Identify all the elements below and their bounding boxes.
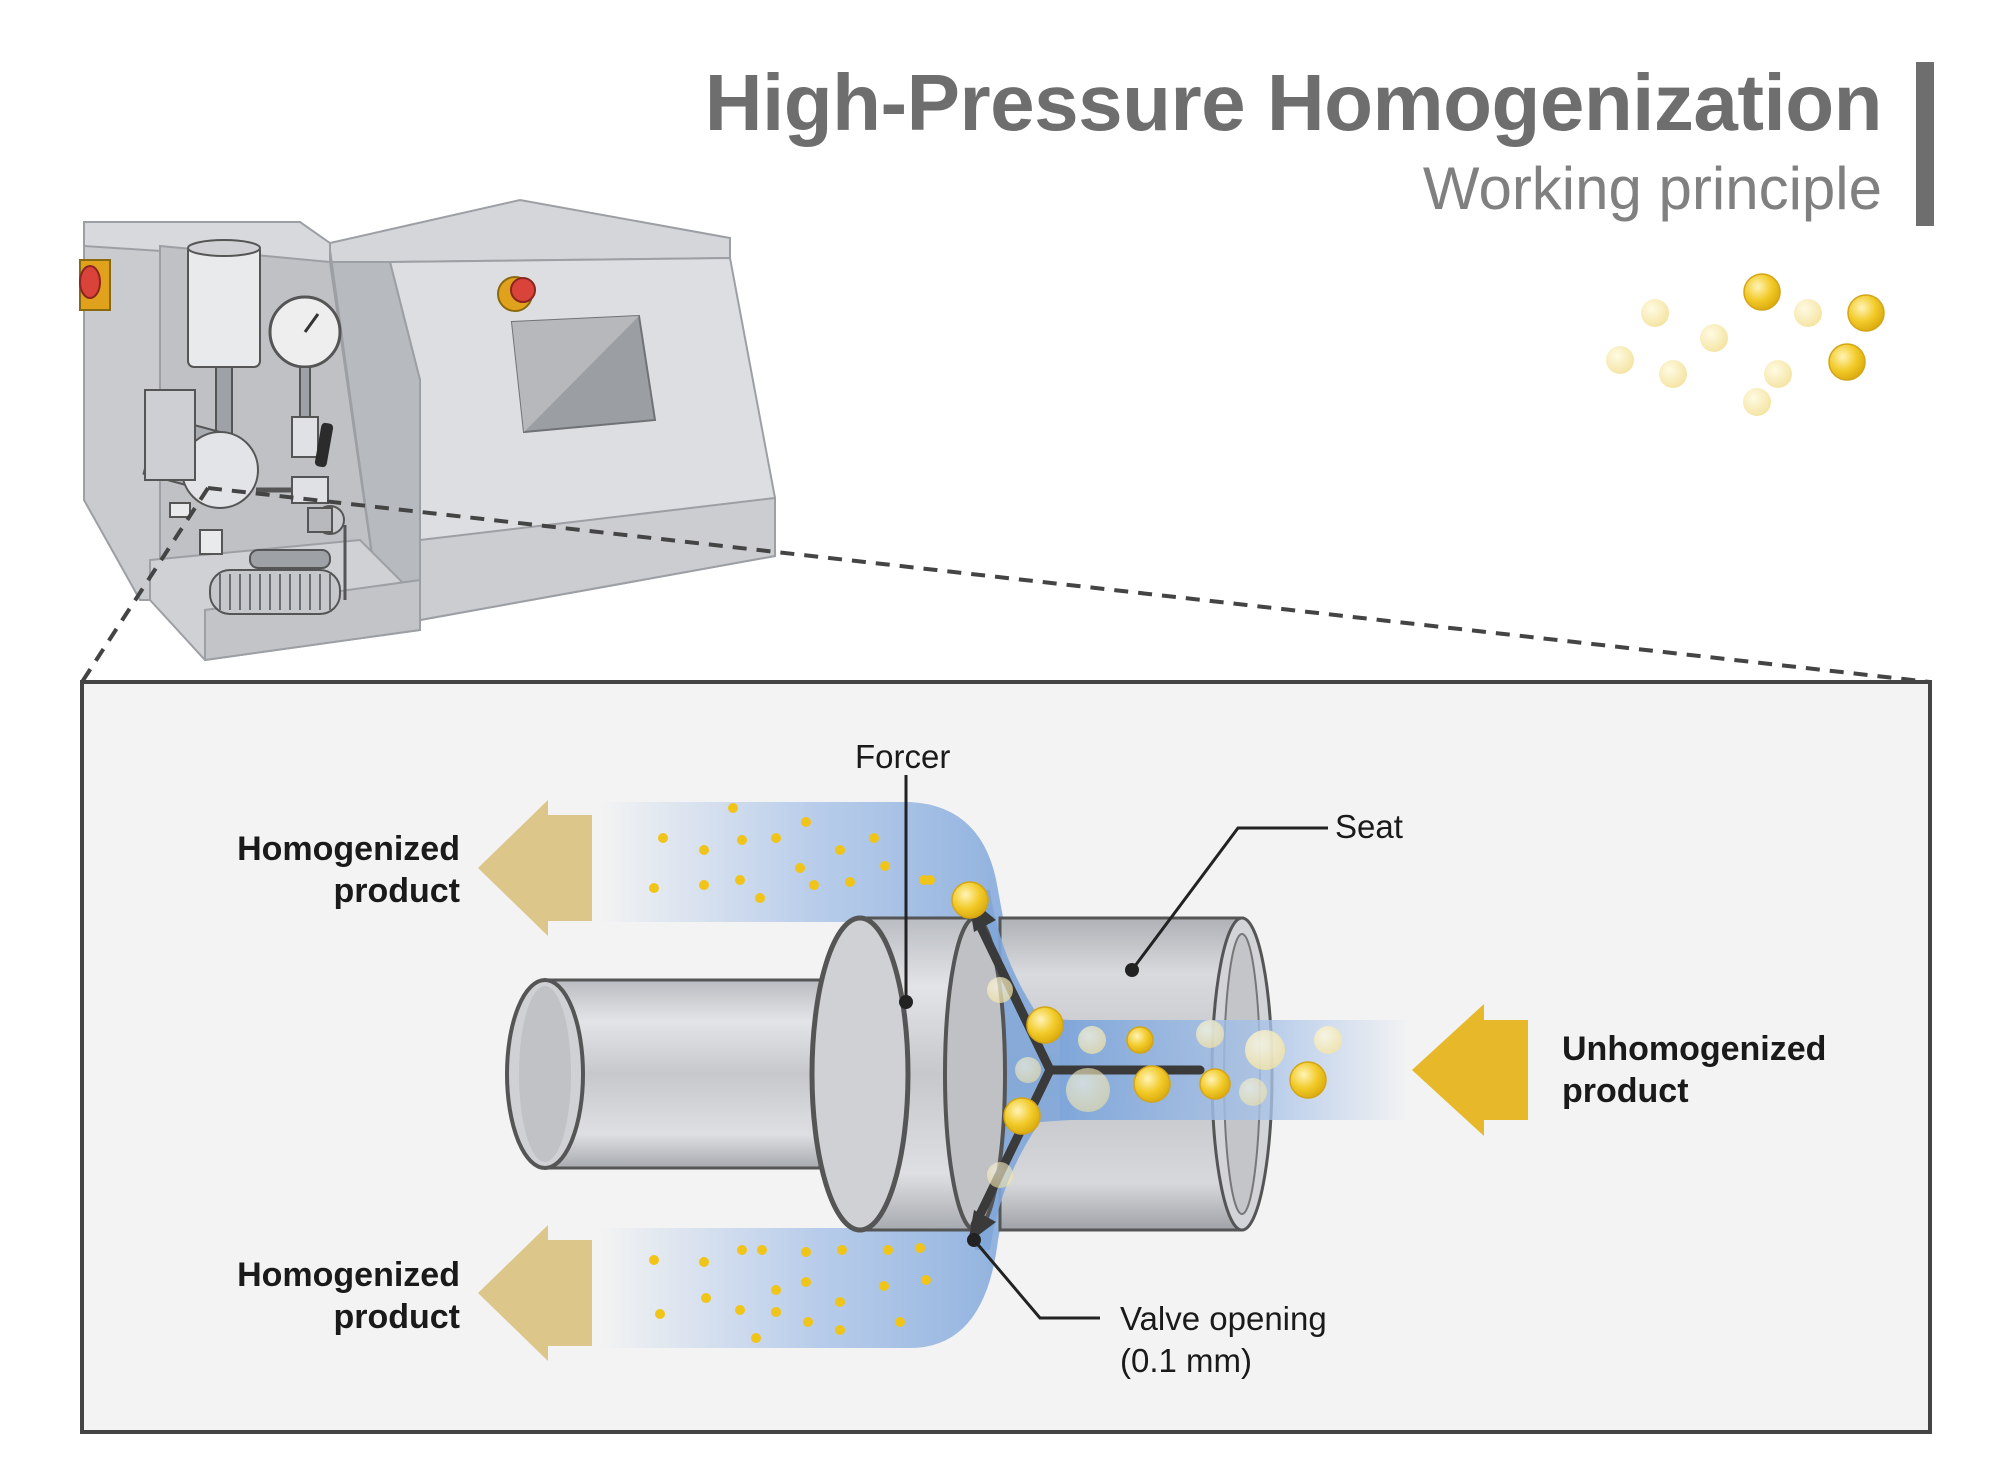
unhomogenized-line2: product (1562, 1072, 1689, 1110)
forcer-head (809, 915, 1007, 1233)
seat-label: Seat (1335, 808, 1403, 845)
page-subtitle: Working principle (1422, 155, 1882, 222)
output-arrow-bottom (478, 1225, 592, 1361)
unhomogenized-product-label: Unhomogenized product (1562, 1028, 1826, 1112)
fat-droplet-icon (1606, 273, 1885, 416)
homogenizer-machine-icon (79, 198, 776, 662)
homogenized-bottom-line1: Homogenized (237, 1256, 460, 1294)
homogenized-top-line1: Homogenized (237, 830, 460, 868)
homogenized-product-top-label: Homogenized product (190, 828, 460, 912)
page-title: High-Pressure Homogenization (704, 58, 1883, 147)
homogenized-bottom-line2: product (333, 1298, 460, 1336)
unhomogenized-line1: Unhomogenized (1562, 1030, 1827, 1068)
valve-gap-label: (0.1 mm) (1120, 1342, 1252, 1379)
homogenized-top-line2: product (333, 872, 460, 910)
input-arrow (1412, 1004, 1528, 1136)
title-block: High-Pressure Homogenization Working pri… (704, 58, 1883, 226)
zoom-indicator-lines (80, 486, 1931, 684)
large-droplets (951, 881, 1342, 1188)
small-droplets (649, 803, 935, 1343)
homogenized-product-bottom-label: Homogenized product (190, 1254, 460, 1338)
valve-opening-label: Valve opening (1120, 1300, 1327, 1337)
forcer-label: Forcer (855, 738, 951, 775)
leader-lines (904, 775, 1328, 1320)
title-accent-bar (1916, 62, 1934, 226)
output-arrow-top (478, 800, 592, 936)
